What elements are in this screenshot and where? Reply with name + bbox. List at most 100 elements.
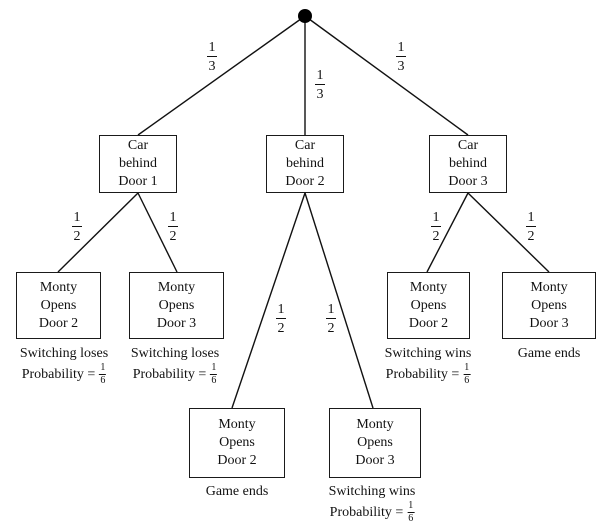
outcome-text: Switching wins [384,346,472,361]
outcome-text: Switching loses [19,346,109,361]
outcome-note: Switching loses Probability = 1 6 [20,345,108,386]
prob-numerator: 1 [316,68,324,83]
node-line: Door 3 [448,174,488,189]
node-door3-monty-opens-door-2: Monty Opens Door 2 [387,272,470,339]
prob-numerator: 1 [432,210,440,225]
prob-denominator: 6 [100,375,106,386]
node-line: Door 2 [285,174,325,189]
prob-door1-opens3: 1 2 [166,210,180,244]
node-door3-monty-opens-door-3: Monty Opens Door 3 [502,272,596,339]
prob-denominator: 2 [169,229,177,244]
prob-root-door1: 1 3 [205,40,219,74]
prob-numerator: 1 [397,40,405,55]
edge-door2-opens3 [304,192,374,409]
prob-numerator: 1 [73,210,81,225]
prob-door1-opens2: 1 2 [70,210,84,244]
probability-label: Probability = [21,366,96,382]
prob-denominator: 2 [277,321,285,336]
node-door1-monty-opens-door-3: Monty Opens Door 3 [129,272,224,339]
node-line: Monty [218,417,256,432]
node-car-behind-door-3: Car behind Door 3 [429,135,507,193]
node-line: Car [127,138,149,153]
fraction-bar [72,226,82,227]
outcome-text: Game ends [205,484,269,499]
fraction-bar [168,226,178,227]
node-line: Opens [531,297,567,313]
prob-door3-opens3: 1 2 [524,210,538,244]
prob-denominator: 2 [327,321,335,336]
fraction-bar [431,226,441,227]
outcome-text: Switching loses [130,346,220,361]
node-line: behind [285,156,325,171]
node-line: Monty [39,279,78,295]
outcome-probability: Probability = 1 6 [22,363,107,386]
probability-label: Probability = [385,366,460,382]
edge-root-door3 [304,15,469,136]
node-line: Door 2 [408,315,449,331]
node-door2-monty-opens-door-2: Monty Opens Door 2 [189,408,285,478]
prob-numerator: 1 [277,302,285,317]
edge-door3-opens3 [467,192,550,273]
edge-door1-opens2 [57,192,139,273]
prob-numerator: 1 [464,362,470,373]
prob-door2-opens3: 1 2 [324,302,338,336]
prob-denominator: 3 [397,59,405,74]
node-line: Door 1 [118,174,158,189]
prob-denominator: 2 [73,229,81,244]
node-line: Door 3 [355,453,395,468]
prob-numerator: 1 [527,210,535,225]
fraction-bar [210,374,218,375]
node-line: Opens [158,297,195,313]
node-line: Monty [356,417,394,432]
node-line: behind [448,156,488,171]
edge-root-door1 [137,15,306,136]
outcome-note: Game ends [206,483,269,501]
probability-fraction: 1 6 [99,362,107,386]
prob-door3-opens2: 1 2 [429,210,443,244]
node-line: Door 2 [38,315,79,331]
fraction-bar [276,318,286,319]
node-door1-monty-opens-door-2: Monty Opens Door 2 [16,272,101,339]
outcome-probability: Probability = 1 6 [330,501,415,524]
fraction-bar [407,512,415,513]
edge-door3-opens2 [426,192,469,273]
node-line: Opens [219,435,255,450]
prob-numerator: 1 [211,362,217,373]
fraction-bar [326,318,336,319]
outcome-probability: Probability = 1 6 [386,363,471,386]
outcome-note: Switching loses Probability = 1 6 [131,345,219,386]
outcome-text: Game ends [517,346,581,361]
node-line: Door 3 [156,315,197,331]
prob-root-door3: 1 3 [394,40,408,74]
prob-root-door2: 1 3 [313,68,327,102]
prob-numerator: 1 [208,40,216,55]
node-car-behind-door-2: Car behind Door 2 [266,135,344,193]
node-door2-monty-opens-door-3: Monty Opens Door 3 [329,408,421,478]
fraction-bar [207,56,217,57]
outcome-note: Switching wins Probability = 1 6 [385,345,472,386]
probability-label: Probability = [132,366,207,382]
prob-numerator: 1 [100,362,106,373]
node-line: behind [118,156,158,171]
node-line: Door 2 [217,453,257,468]
node-line: Opens [357,435,393,450]
node-line: Monty [157,279,196,295]
outcome-note: Game ends [518,345,581,363]
fraction-bar [315,84,325,85]
prob-numerator: 1 [408,500,414,511]
node-line: Monty [530,279,568,295]
outcome-text: Switching wins [328,484,416,499]
fraction-bar [99,374,107,375]
node-line: Opens [40,297,77,313]
prob-door2-opens2: 1 2 [274,302,288,336]
fraction-bar [526,226,536,227]
prob-denominator: 2 [527,229,535,244]
node-line: Car [457,138,479,153]
prob-denominator: 2 [432,229,440,244]
root-node [298,9,312,23]
outcome-probability: Probability = 1 6 [133,363,218,386]
node-line: Opens [410,297,447,313]
prob-denominator: 6 [211,375,217,386]
